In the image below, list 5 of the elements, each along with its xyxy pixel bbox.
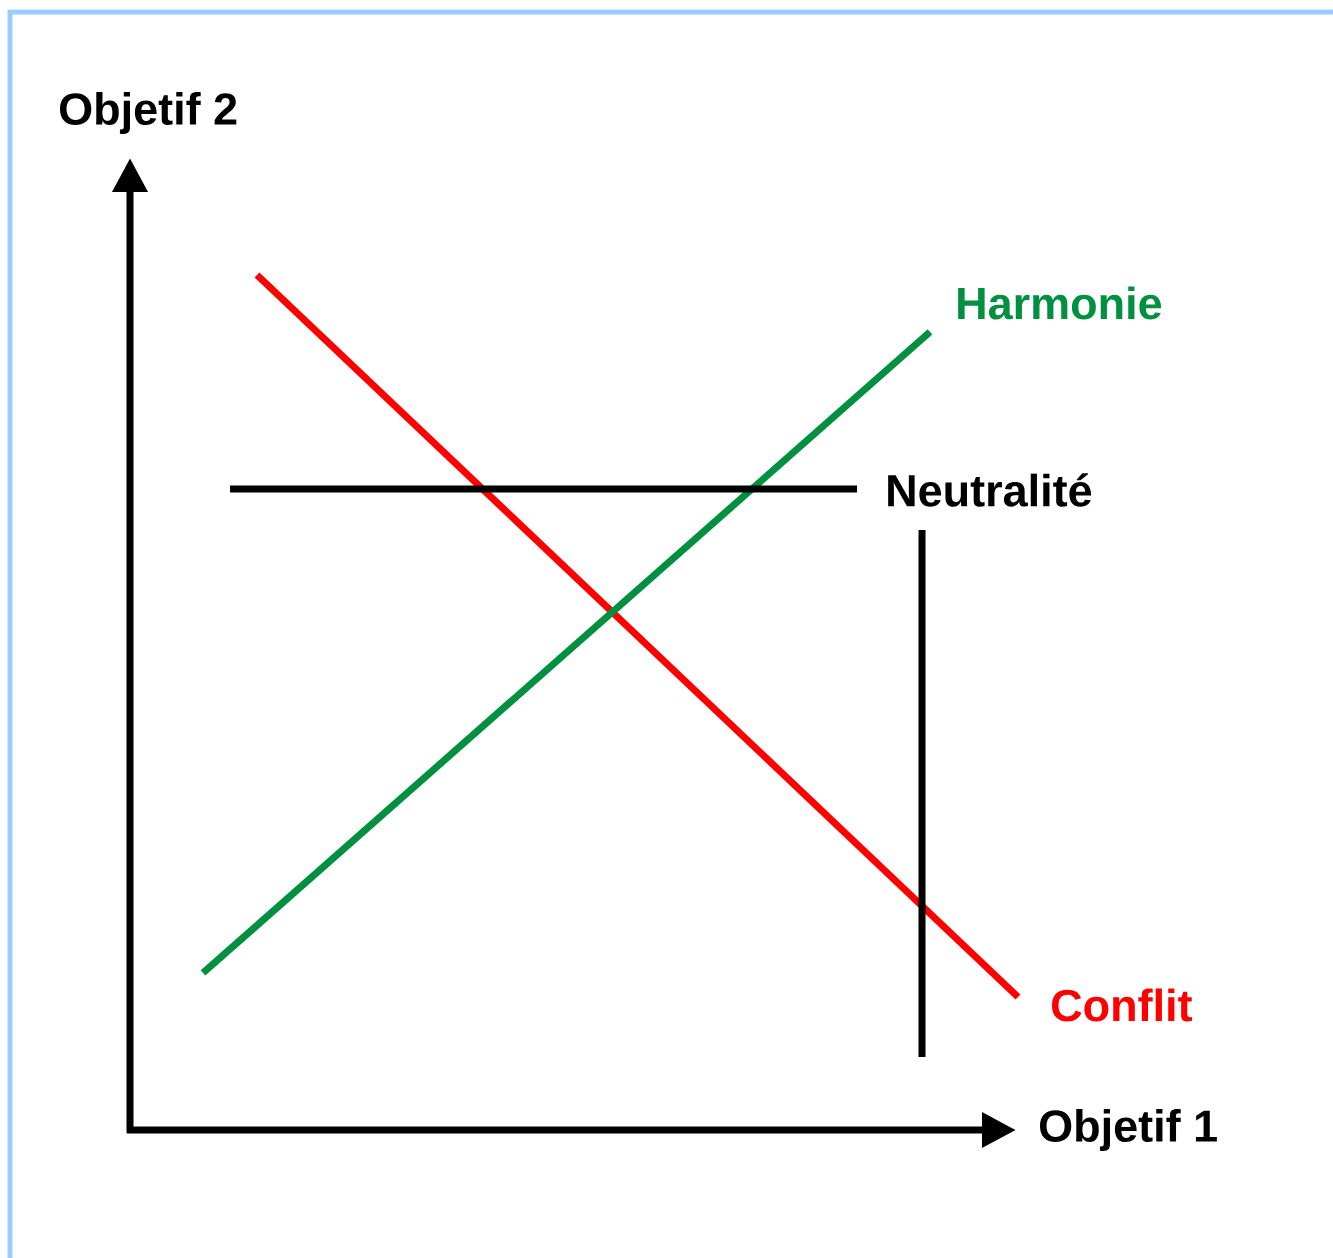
axis-label: Objetif 2: [60, 92, 237, 134]
line-label: Conflit: [1052, 988, 1193, 1022]
line-label: Neutralité: [888, 473, 1092, 507]
line-label: Harmonie: [958, 286, 1162, 320]
axis-label: Objetif 1: [1040, 1109, 1217, 1151]
